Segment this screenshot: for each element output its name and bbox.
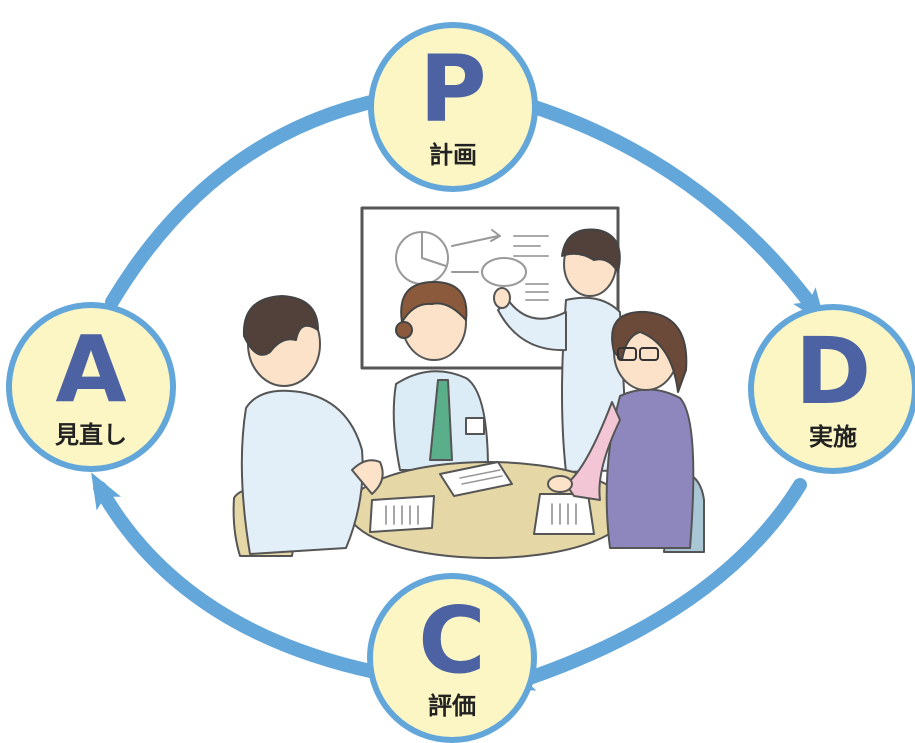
arrow-plan-to-do <box>505 93 826 325</box>
arrow-check-to-act <box>91 472 382 679</box>
plan-node: P 計画 <box>368 22 538 192</box>
meeting-illustration <box>232 206 705 559</box>
arrow-act-to-plan <box>105 86 413 309</box>
check-label: 評価 <box>428 692 476 720</box>
seated-man <box>240 295 384 555</box>
nurse-woman <box>392 281 489 471</box>
cycle-arrows <box>91 86 826 691</box>
arrow-do-to-check <box>497 478 807 691</box>
plan-letter: P <box>419 36 487 143</box>
do-letter: D <box>794 318 872 425</box>
office-woman <box>547 310 695 549</box>
plan-label: 計画 <box>429 141 477 169</box>
act-node: A 見直し <box>6 302 176 472</box>
check-node: C 評価 <box>367 573 537 743</box>
act-label: 見直し <box>55 421 127 449</box>
do-node: D 実施 <box>748 304 915 474</box>
check-letter: C <box>418 587 486 694</box>
act-letter: A <box>55 316 127 423</box>
do-label: 実施 <box>809 423 857 451</box>
